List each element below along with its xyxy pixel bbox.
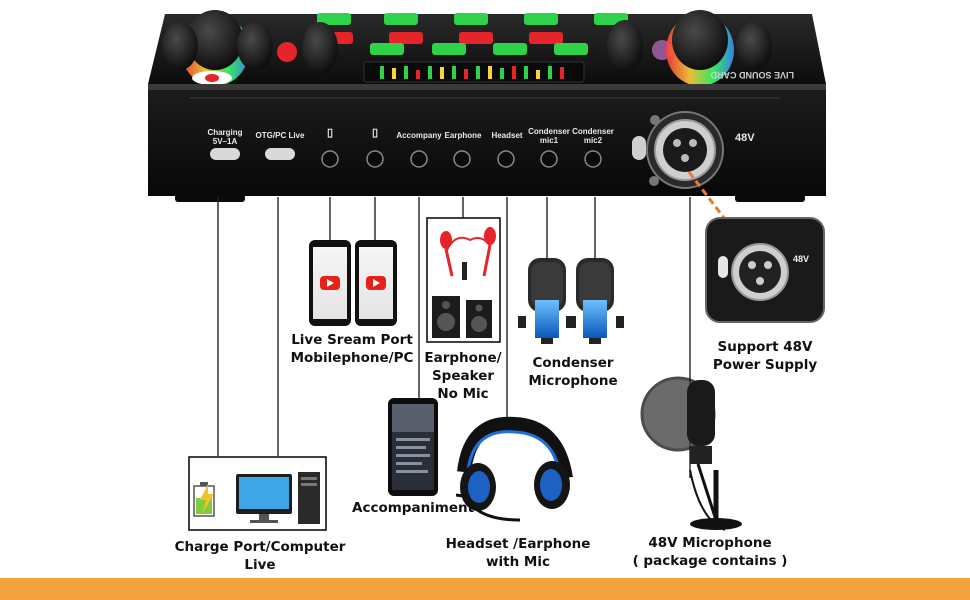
level-meter-panel — [363, 61, 585, 83]
phantom-power-switch — [632, 136, 646, 160]
earbud-left — [440, 231, 452, 249]
mic1-jack — [540, 150, 558, 168]
brand-text: LIVE SOUND CARD — [710, 70, 794, 80]
label-line: Mobilephone/PC — [290, 350, 414, 366]
port-label-mic1: Condenser mic1 — [526, 127, 572, 145]
connection-lines — [217, 197, 691, 478]
label-line: Condenser — [532, 355, 614, 371]
label-line: Charge Port/Computer — [174, 539, 346, 555]
label-accompaniment: Accompaniment — [352, 500, 475, 516]
mic-body — [687, 380, 715, 446]
accompany-jack — [410, 150, 428, 168]
label-line: Headset /Earphone — [445, 536, 591, 552]
bottom-accent-bar — [0, 578, 970, 600]
xlr-48v-label: 48V — [735, 132, 755, 144]
port-label-line: mic1 — [539, 136, 559, 145]
earbud-right — [484, 227, 496, 245]
port-label-line: Charging — [207, 128, 243, 137]
label-line: Power Supply — [712, 357, 818, 373]
port-label-line: Headset — [491, 131, 523, 140]
phone2-jack — [366, 150, 384, 168]
condenser-mic-1 — [518, 258, 576, 344]
charging-port — [210, 148, 240, 160]
port-label-line: Condenser — [528, 127, 570, 136]
label-line: Microphone — [528, 373, 618, 389]
label-headset: Headset /Earphone with Mic — [440, 535, 596, 571]
port-label-otg: OTG/PC Live — [250, 131, 310, 140]
gaming-headset — [455, 416, 573, 522]
port-label-line: mic2 — [583, 136, 603, 145]
port-label-earphone: Earphone — [440, 131, 486, 140]
knob-group-right: LIVE SOUND CARD — [607, 10, 794, 86]
label-support-48v: Support 48V Power Supply — [700, 338, 830, 374]
phone-icon: ▯ — [320, 127, 340, 139]
port-label-headset: Headset — [486, 131, 528, 140]
condenser-mic-2 — [566, 258, 624, 344]
knob-group-left — [162, 10, 338, 86]
label-live-stream: Live Sream Port Mobilephone/PC — [282, 331, 422, 367]
earphone-speaker-box — [426, 217, 501, 343]
port-label-line: Earphone — [444, 131, 482, 140]
accompaniment-phone — [388, 398, 438, 496]
label-earphone-speaker: Earphone/ Speaker No Mic — [418, 349, 508, 403]
port-label-accompany: Accompany — [394, 131, 444, 140]
phone-icon: ▯ — [365, 127, 385, 139]
label-line: Earphone/ — [424, 350, 502, 366]
port-label-line: Accompany — [396, 131, 442, 140]
smartphone-2 — [355, 240, 397, 326]
label-48v-mic: 48V Microphone ( package contains ) — [622, 534, 798, 570]
port-label-charging: Charging 5V–1A — [200, 128, 250, 146]
smartphone-1 — [309, 240, 351, 326]
computer-box — [188, 456, 327, 531]
label-line: 48V Microphone — [648, 535, 772, 551]
phone1-jack — [321, 150, 339, 168]
earphone-jack — [453, 150, 471, 168]
label-line: Live — [244, 557, 276, 573]
label-line: No Mic — [437, 386, 489, 402]
xlr-input — [646, 111, 724, 189]
xlr-zoom-detail: 48V — [705, 217, 825, 323]
port-label-mic2: Condenser mic2 — [570, 127, 616, 145]
label-charge-port: Charge Port/Computer Live — [172, 538, 348, 574]
port-label-line: 5V–1A — [212, 137, 238, 146]
port-label-line: OTG/PC Live — [255, 131, 305, 140]
port-label-line: ▯ — [326, 127, 334, 139]
microphone-48v — [640, 376, 742, 531]
label-condenser: Condenser Microphone — [520, 354, 626, 390]
headset-jack — [497, 150, 515, 168]
label-line: ( package contains ) — [632, 553, 788, 569]
label-line: with Mic — [486, 554, 550, 570]
port-label-line: ▯ — [371, 127, 379, 139]
label-line: Support 48V — [717, 339, 813, 355]
otg-port — [265, 148, 295, 160]
sound-card-device: LIVE SOUND CARD 48V — [148, 10, 826, 202]
label-line: Speaker — [431, 368, 495, 384]
label-line: Live Sream Port — [291, 332, 413, 348]
port-label-line: Condenser — [572, 127, 614, 136]
mic2-jack — [584, 150, 602, 168]
zoom-48v-label: 48V — [793, 254, 809, 264]
audio-plug — [462, 262, 467, 280]
